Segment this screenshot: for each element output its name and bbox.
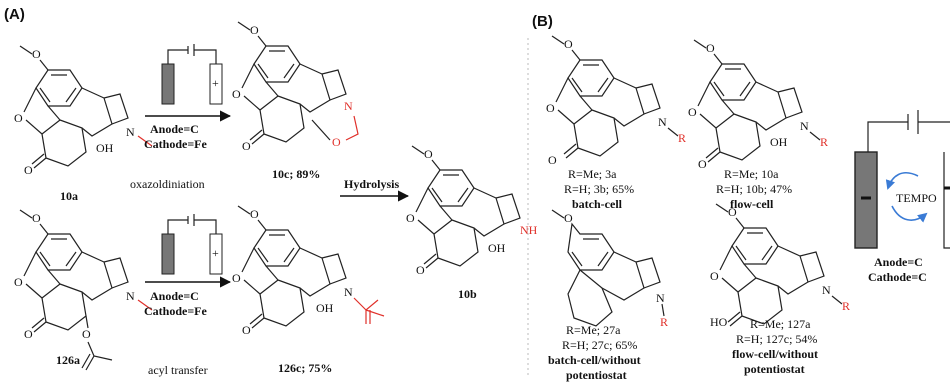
- atom-r: R: [678, 131, 686, 145]
- svg-text:O: O: [24, 163, 33, 177]
- card-3-line-1: R=Me; 27a: [566, 323, 621, 337]
- card-1-line-3: batch-cell: [572, 197, 623, 211]
- atom-n: N: [800, 119, 809, 133]
- atom-oh: OH: [770, 135, 788, 149]
- card-1-line-1: R=Me; 3a: [568, 167, 617, 181]
- atom-r: R: [820, 135, 828, 149]
- top-reaction-name: oxazoldiniation: [130, 177, 205, 191]
- card-4-line-4: potentiostat: [744, 362, 805, 376]
- card-1-line-2: R=H; 3b; 65%: [564, 182, 634, 196]
- molecule-126c: OH N O: [231, 205, 385, 337]
- card-4-line-1: R=Me; 127a: [750, 317, 811, 331]
- card-2-line-2: R=H; 10b; 47%: [716, 182, 792, 196]
- compound-10a-label: 10a: [60, 189, 78, 203]
- molecule-10c: N O O: [231, 21, 359, 153]
- cell-cathode: Cathode=C: [868, 270, 927, 284]
- compound-126a-label: 126a: [56, 353, 80, 367]
- atom-ho: HO: [710, 315, 728, 329]
- atom-oh: OH: [316, 301, 334, 315]
- molecule-127a: N R HO: [709, 203, 850, 329]
- card-2-line-3: flow-cell: [730, 197, 774, 211]
- panel-b-label: (B): [532, 13, 553, 30]
- molecule-126a: N O O: [13, 209, 153, 371]
- atom-nh: NH: [520, 223, 538, 237]
- tempo-label: TEMPO: [896, 191, 937, 205]
- panel-a-label: (A): [4, 6, 25, 23]
- electrochem-cell-icon-top: +: [161, 44, 223, 105]
- molecule-10a: OH N O: [13, 45, 153, 177]
- cell-anode: Anode=C: [874, 255, 923, 269]
- card-3-line-4: potentiostat: [566, 368, 627, 382]
- atom-n: N: [126, 125, 135, 139]
- atom-r: R: [660, 315, 668, 329]
- atom-o: O: [82, 327, 91, 341]
- atom-oh: OH: [96, 141, 114, 155]
- svg-text:O: O: [416, 263, 425, 277]
- svg-text:O: O: [242, 323, 251, 337]
- atom-n: N: [658, 115, 667, 129]
- compound-10b-label: 10b: [458, 287, 477, 301]
- molecule-10a-b: OH N R O: [687, 39, 828, 171]
- molecule-27a: O N R: [551, 209, 668, 329]
- svg-text:O: O: [698, 157, 707, 171]
- atom-n: N: [344, 99, 353, 113]
- atom-n: N: [344, 285, 353, 299]
- atom-o: O: [332, 135, 341, 149]
- molecule-3a: N R O: [545, 35, 686, 167]
- svg-text:O: O: [548, 153, 557, 167]
- bottom-reaction-name: acyl transfer: [148, 363, 208, 377]
- card-4-line-3: flow-cell/without: [732, 347, 818, 361]
- hydrolysis-label: Hydrolysis: [344, 177, 399, 191]
- atom-n: N: [126, 289, 135, 303]
- atom-oh: OH: [488, 241, 506, 255]
- bottom-anode: Anode=C: [150, 289, 199, 303]
- svg-text:O: O: [24, 327, 33, 341]
- electrochem-cell-icon-bottom: +: [161, 214, 223, 275]
- card-3-line-2: R=H; 27c; 65%: [562, 338, 637, 352]
- svg-text:O: O: [564, 211, 573, 225]
- top-cathode: Cathode=Fe: [144, 137, 208, 151]
- electrochemical-cell: TEMPO Anode=C Cathode=C: [854, 110, 950, 284]
- svg-text:+: +: [212, 76, 219, 90]
- atom-n: N: [656, 291, 665, 305]
- compound-10c-label: 10c; 89%: [272, 167, 320, 181]
- svg-text:+: +: [212, 246, 219, 260]
- atom-n: N: [822, 283, 831, 297]
- card-2-line-1: R=Me; 10a: [724, 167, 779, 181]
- top-anode: Anode=C: [150, 122, 199, 136]
- anode-electrode: [854, 151, 878, 249]
- card-3-line-3: batch-cell/without: [548, 353, 641, 367]
- bottom-cathode: Cathode=Fe: [144, 304, 208, 318]
- card-4-line-2: R=H; 127c; 54%: [736, 332, 817, 346]
- svg-text:O: O: [242, 139, 251, 153]
- atom-r: R: [842, 299, 850, 313]
- molecule-10b: OH NH O: [405, 145, 538, 277]
- compound-126c-label: 126c; 75%: [278, 361, 332, 375]
